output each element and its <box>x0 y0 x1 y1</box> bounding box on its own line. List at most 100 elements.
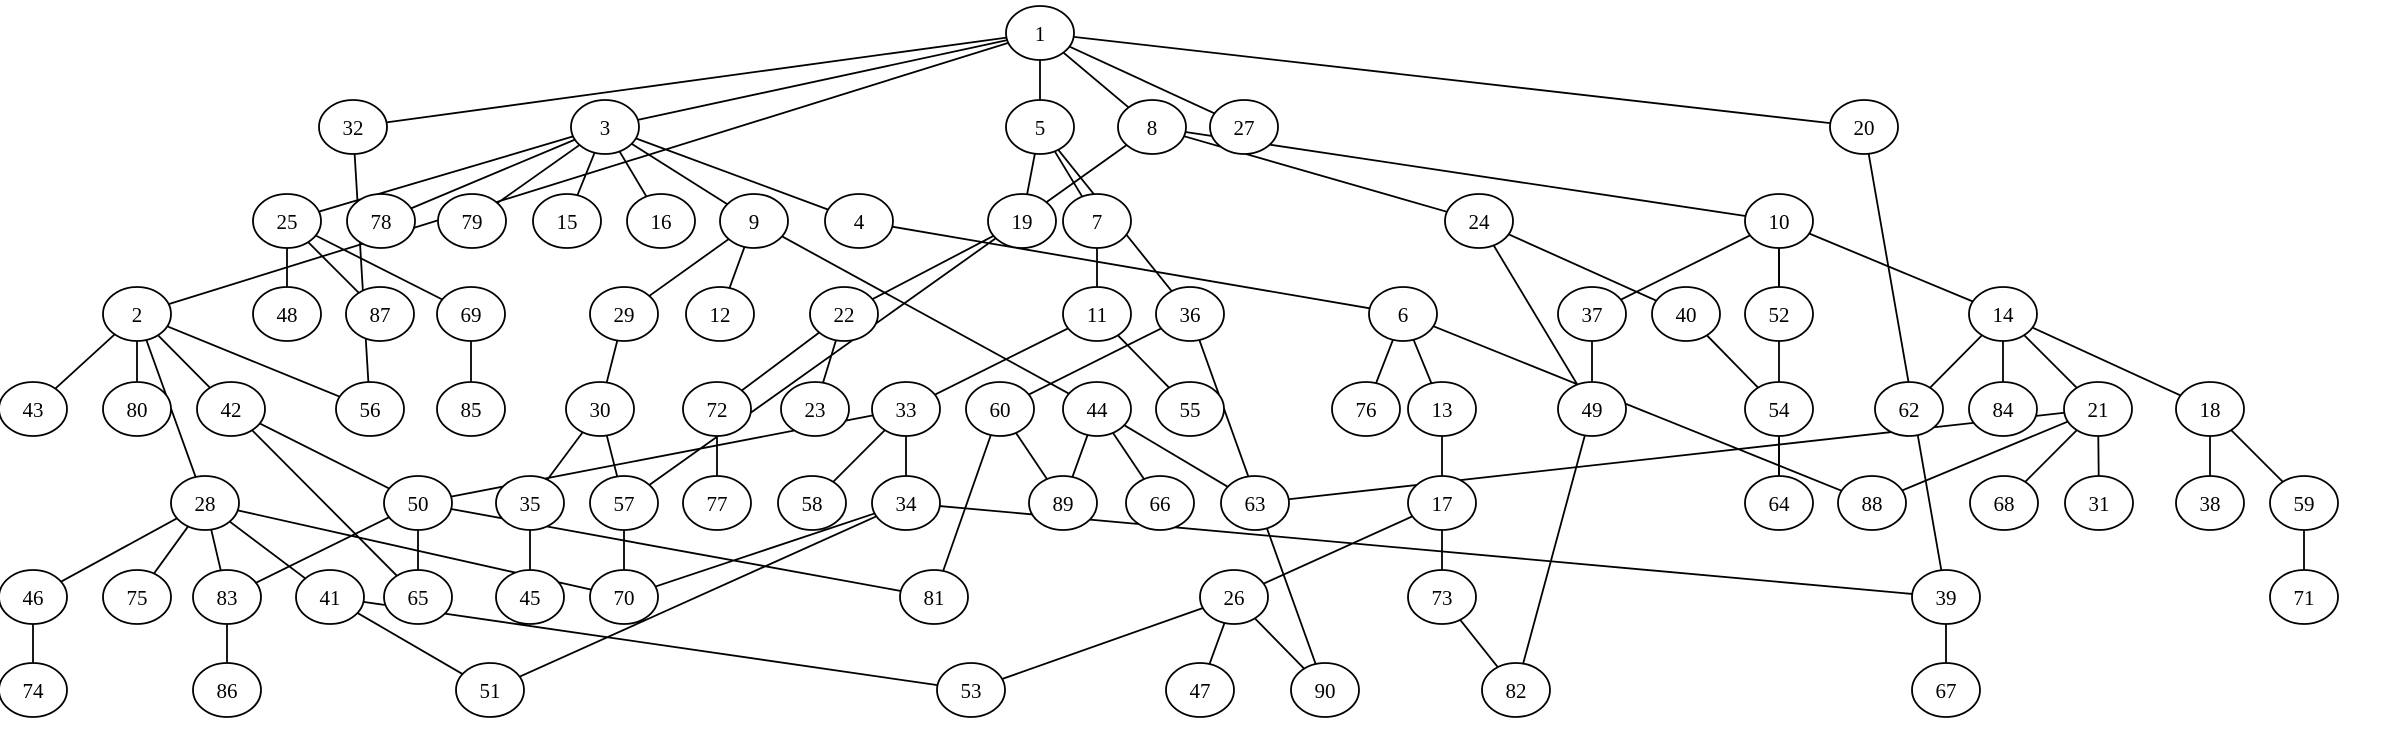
edge-6-76 <box>1375 339 1394 384</box>
node-ellipse <box>0 381 68 437</box>
graph-node-43: 43 <box>0 381 68 437</box>
node-ellipse <box>1220 475 1290 531</box>
node-label: 69 <box>461 303 482 327</box>
node-label: 86 <box>217 679 238 703</box>
node-ellipse <box>102 569 172 625</box>
graph-node-23: 23 <box>780 381 850 437</box>
node-ellipse <box>719 193 789 249</box>
edge-18-59 <box>2230 429 2284 483</box>
node-ellipse <box>495 475 565 531</box>
node-label: 2 <box>132 303 143 327</box>
node-ellipse <box>2269 569 2339 625</box>
graph-node-47: 47 <box>1165 662 1235 718</box>
edge-9-44 <box>781 235 1070 395</box>
node-label: 84 <box>1993 398 2015 422</box>
node-label: 49 <box>1582 398 1603 422</box>
node-label: 4 <box>854 210 865 234</box>
node-ellipse <box>1005 5 1075 61</box>
node-ellipse <box>1155 286 1225 342</box>
edge-30-35 <box>546 431 584 481</box>
node-label: 65 <box>408 586 429 610</box>
node-label: 89 <box>1053 492 1074 516</box>
graph-node-83: 83 <box>192 569 262 625</box>
node-label: 19 <box>1012 210 1033 234</box>
node-ellipse <box>780 381 850 437</box>
edge-44-89 <box>1071 434 1089 478</box>
node-label: 41 <box>320 586 341 610</box>
graph-node-42: 42 <box>196 381 266 437</box>
edge-2-42 <box>157 334 211 389</box>
node-label: 75 <box>127 586 148 610</box>
graph-node-9: 9 <box>719 193 789 249</box>
node-ellipse <box>570 99 640 155</box>
node-ellipse <box>252 286 322 342</box>
edge-6-13 <box>1412 339 1433 384</box>
edge-41-53 <box>363 600 938 687</box>
node-ellipse <box>1331 381 1401 437</box>
node-ellipse <box>346 193 416 249</box>
graph-node-72: 72 <box>682 381 752 437</box>
graph-node-90: 90 <box>1290 662 1360 718</box>
edge-10-14 <box>1808 232 1974 303</box>
graph-node-34: 34 <box>871 475 941 531</box>
graph-node-74: 74 <box>0 662 68 718</box>
node-label: 72 <box>707 398 728 422</box>
graph-node-20: 20 <box>1829 99 1899 155</box>
graph-node-6: 6 <box>1368 286 1438 342</box>
edge-41-51 <box>356 612 464 675</box>
graph-node-84: 84 <box>1968 381 2038 437</box>
node-label: 9 <box>749 210 760 234</box>
node-label: 55 <box>1180 398 1201 422</box>
node-label: 21 <box>2088 398 2109 422</box>
node-label: 25 <box>277 210 298 234</box>
graph-node-46: 46 <box>0 569 68 625</box>
edge-8-10 <box>1185 131 1746 217</box>
edge-3-9 <box>631 143 728 205</box>
node-ellipse <box>1028 475 1098 531</box>
edge-24-49 <box>1492 244 1579 386</box>
edge-1-27 <box>1069 45 1215 115</box>
node-label: 82 <box>1506 679 1527 703</box>
node-label: 1 <box>1035 22 1046 46</box>
node-label: 7 <box>1092 210 1103 234</box>
node-label: 70 <box>614 586 635 610</box>
node-ellipse <box>1290 662 1360 718</box>
node-label: 22 <box>834 303 855 327</box>
node-label: 44 <box>1087 398 1109 422</box>
graph-node-15: 15 <box>532 193 602 249</box>
node-label: 8 <box>1147 116 1158 140</box>
edge-17-26 <box>1263 515 1413 585</box>
graph-node-77: 77 <box>682 475 752 531</box>
node-ellipse <box>436 381 506 437</box>
graph-node-1: 1 <box>1005 5 1075 61</box>
node-label: 40 <box>1676 303 1697 327</box>
node-label: 62 <box>1899 398 1920 422</box>
graph-node-82: 82 <box>1481 662 1551 718</box>
node-label: 39 <box>1936 586 1957 610</box>
node-label: 27 <box>1234 116 1255 140</box>
edge-9-29 <box>648 238 730 297</box>
graph-node-86: 86 <box>192 662 262 718</box>
node-label: 20 <box>1854 116 1875 140</box>
node-ellipse <box>809 286 879 342</box>
node-label: 83 <box>217 586 238 610</box>
edge-20-39 <box>1867 153 1943 571</box>
edge-3-15 <box>576 152 596 196</box>
edge-34-39 <box>939 505 1913 595</box>
node-ellipse <box>871 475 941 531</box>
graph-node-41: 41 <box>295 569 365 625</box>
edge-21-63 <box>1288 411 2065 501</box>
node-ellipse <box>436 286 506 342</box>
node-ellipse <box>1829 99 1899 155</box>
node-label: 52 <box>1769 303 1790 327</box>
edge-26-90 <box>1254 617 1305 670</box>
node-label: 58 <box>802 492 823 516</box>
graph-node-24: 24 <box>1444 193 1514 249</box>
node-ellipse <box>626 193 696 249</box>
node-label: 37 <box>1582 303 1603 327</box>
edge-9-12 <box>728 246 746 289</box>
node-label: 34 <box>896 492 918 516</box>
graph-node-33: 33 <box>871 381 941 437</box>
edge-28-41 <box>229 520 306 580</box>
